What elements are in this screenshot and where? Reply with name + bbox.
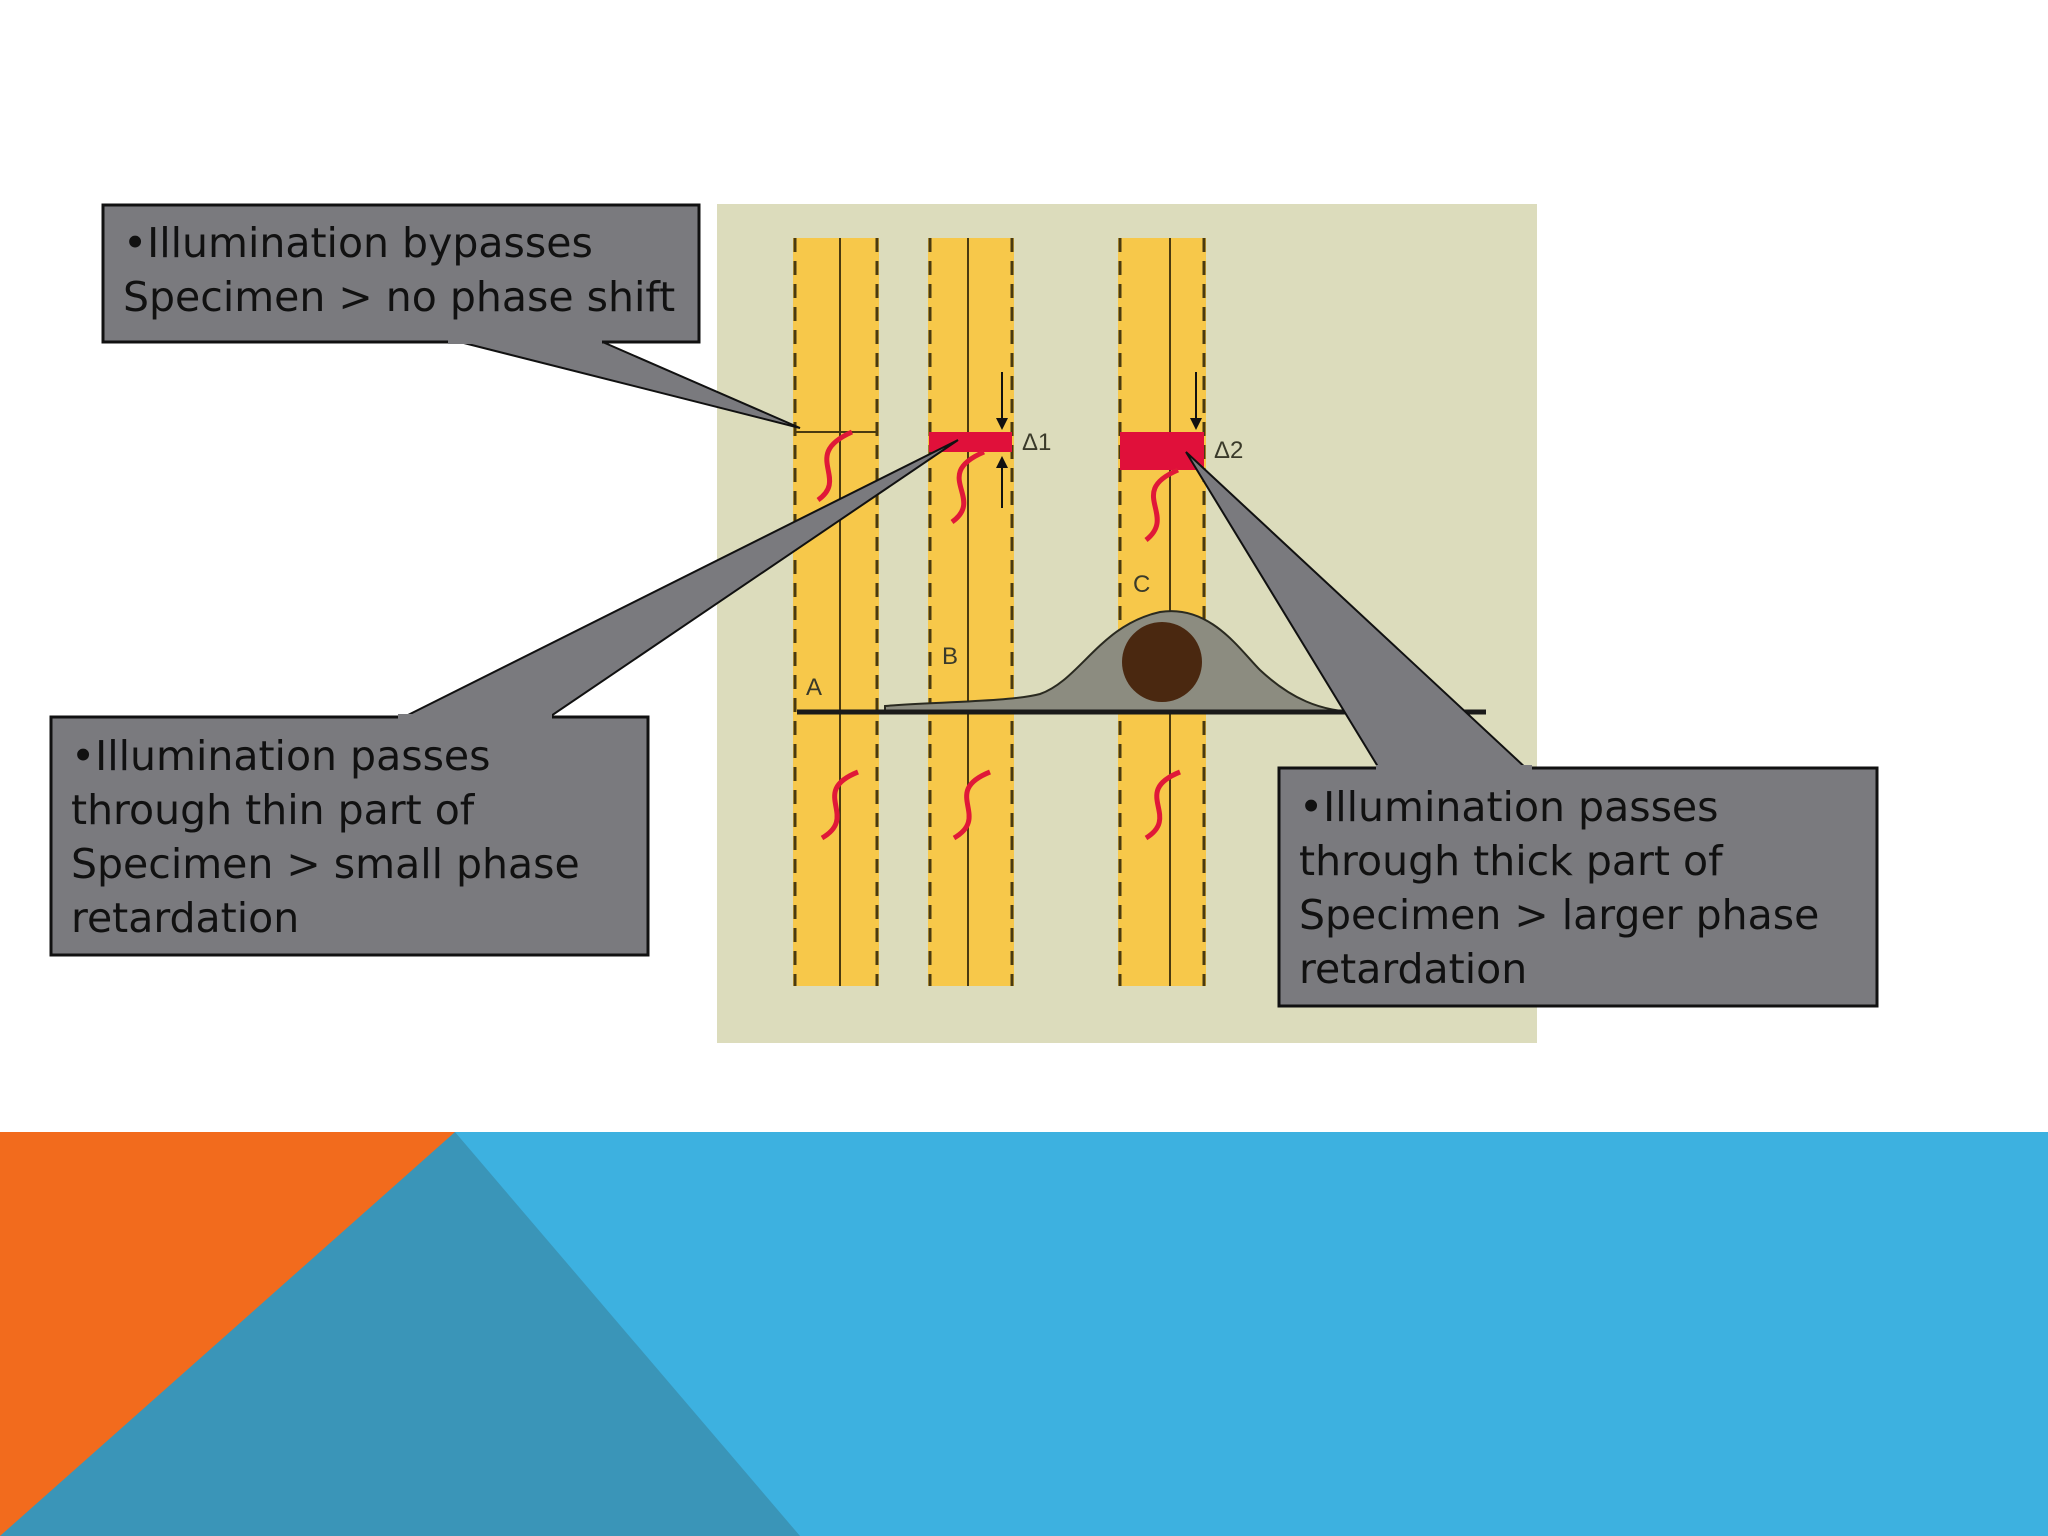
beam-a-wave-bottom (820, 769, 859, 841)
beam-c-wave-top (1144, 467, 1179, 542)
beam-c-retardation-band (1120, 432, 1204, 470)
beam-label-c: C (1133, 571, 1150, 598)
delta2-label: Δ2 (1214, 437, 1243, 464)
orange-triangle (0, 1132, 455, 1536)
delta1-arrow-down (996, 418, 1008, 430)
beam-label-a: A (806, 674, 822, 701)
callout-thin-box (49, 715, 650, 957)
beam-a-wave-top (816, 429, 854, 503)
beam-c-wave-bottom (1144, 769, 1181, 841)
beam-b (928, 238, 1014, 986)
beam-b-wave-top (950, 449, 985, 525)
callout-bypass-text: •Illumination bypasses Specimen > no pha… (123, 219, 676, 321)
beam-b-body (928, 238, 1014, 986)
beam-a-body (793, 238, 879, 986)
beam-a (793, 238, 879, 986)
callout-thick-text: •Illumination passes through thick part … (1299, 783, 1820, 993)
callout-thin-text: •Illumination passes through thin part o… (71, 732, 580, 942)
bottom-decoration (0, 1132, 2048, 1536)
callout-bypass-box (101, 203, 701, 344)
specimen-thick-region (1122, 622, 1202, 702)
beam-b-retardation-band (929, 432, 1012, 452)
delta2-arrow-down (1190, 418, 1202, 430)
beam-b-wave-bottom (952, 769, 991, 841)
callout-thick-box (1277, 766, 1879, 1008)
delta1-label: Δ1 (1022, 429, 1051, 456)
delta1-arrow-up (996, 456, 1008, 468)
beam-label-b: B (942, 643, 958, 670)
